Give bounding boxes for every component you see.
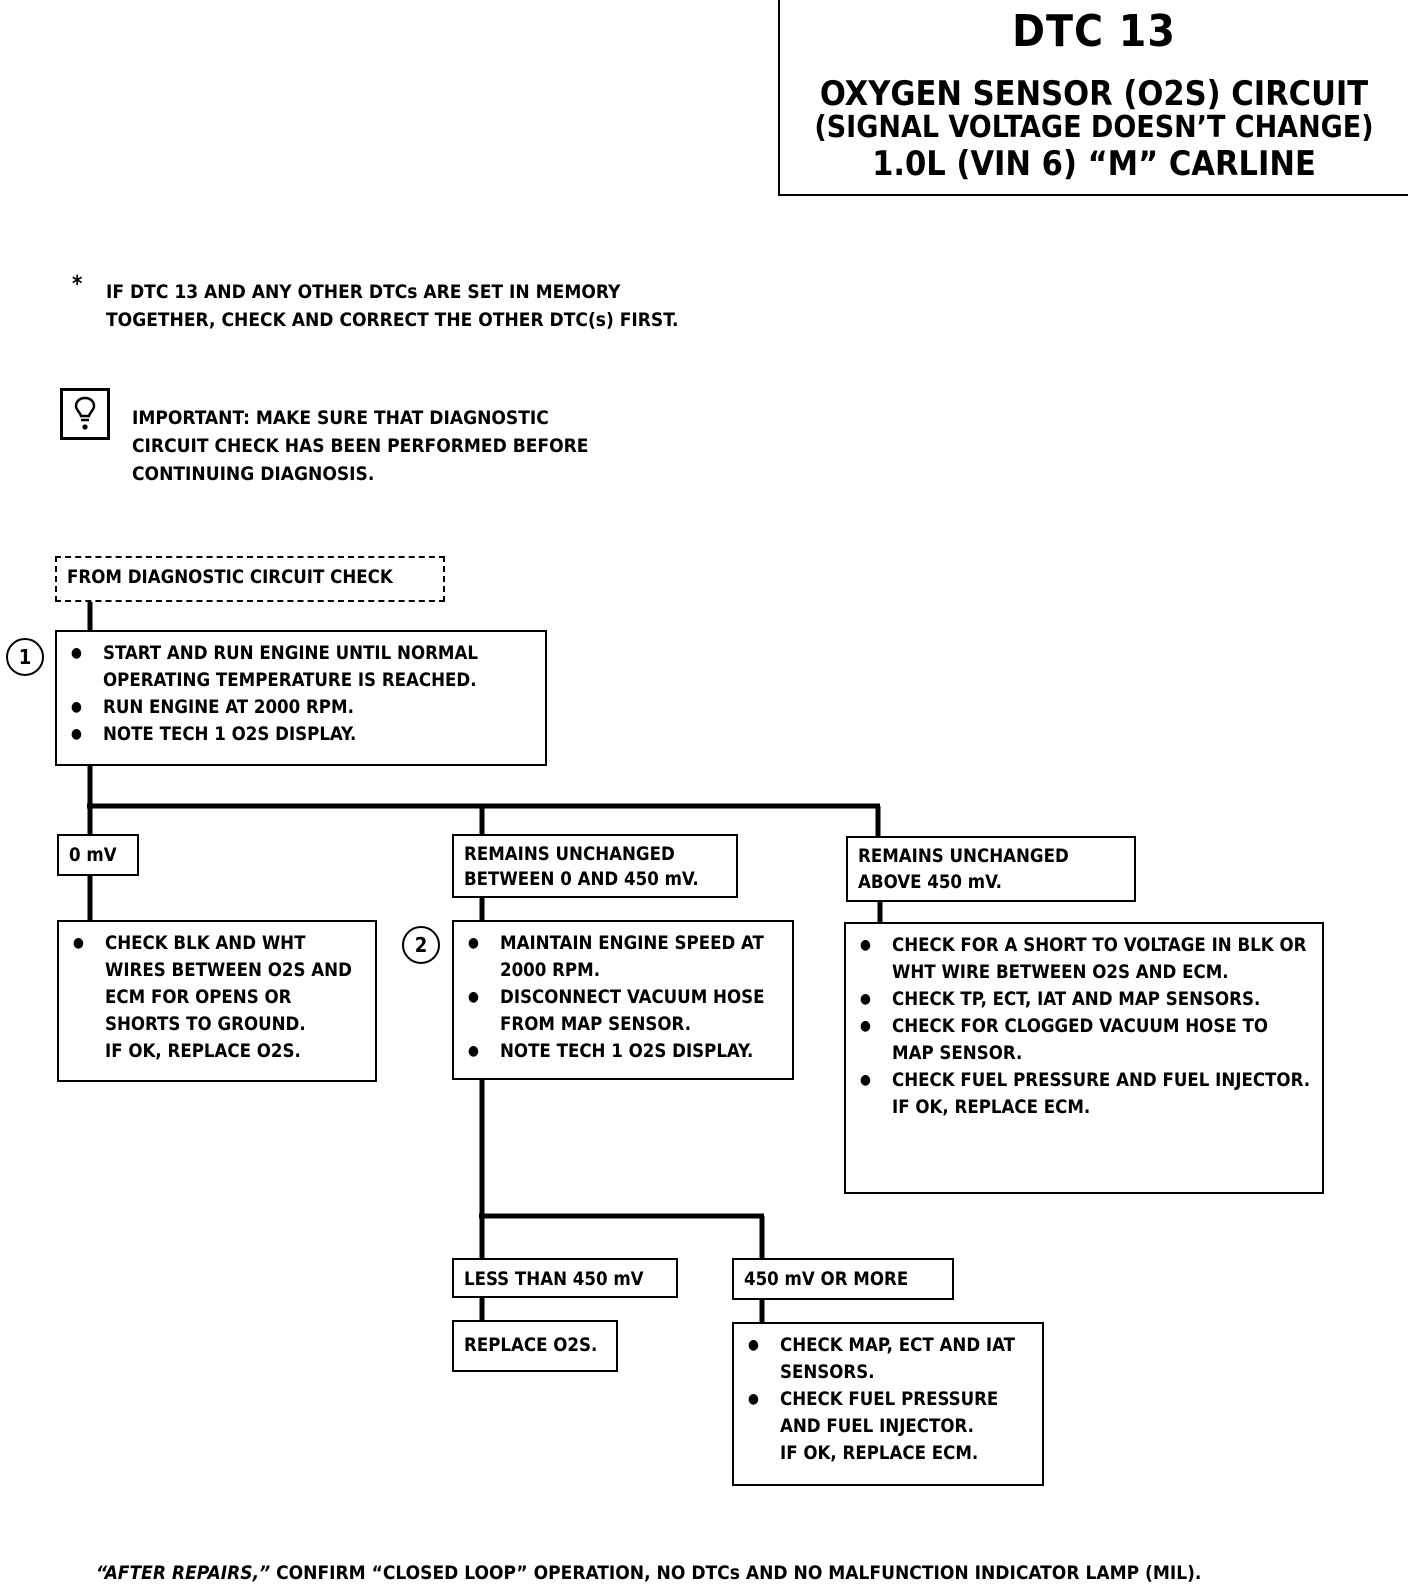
result-unchanged-low-line-1: REMAINS UNCHANGED [464,844,675,865]
title-line-1: OXYGEN SENSOR (O2S) CIRCUIT [819,74,1369,114]
action-replace-o2s-box: REPLACE O2S. [452,1320,618,1372]
after-repairs-label: “AFTER REPAIRS,” [96,1562,271,1584]
step-2-item: DISCONNECT VACUUM HOSE FROM MAP SENSOR. [468,984,782,1038]
step-1-item: NOTE TECH 1 O2S DISPLAY. [71,721,535,748]
result-0mv-box: 0 mV [57,834,139,876]
step-2-item: MAINTAIN ENGINE SPEED AT 2000 RPM. [468,930,782,984]
after-repairs-text: CONFIRM “CLOSED LOOP” OPERATION, NO DTCs… [270,1562,1202,1584]
action-check-map-tail: IF OK, REPLACE ECM. [780,1443,979,1464]
step-1-marker: 1 [6,638,44,676]
title-block: DTC 13 OXYGEN SENSOR (O2S) CIRCUIT (SIGN… [778,0,1408,196]
action-check-short-tail: IF OK, REPLACE ECM. [892,1097,1091,1118]
asterisk-marker: * [72,272,83,297]
action-check-short-list: CHECK FOR A SHORT TO VOLTAGE IN BLK OR W… [846,924,1322,1102]
step-2-box: MAINTAIN ENGINE SPEED AT 2000 RPM. DISCO… [452,920,794,1080]
result-unchanged-high-box: REMAINS UNCHANGED ABOVE 450 mV. [846,836,1136,902]
step-1-list: START AND RUN ENGINE UNTIL NORMAL OPERAT… [57,632,545,756]
memory-note-line-1: IF DTC 13 AND ANY OTHER DTCs ARE SET IN … [106,281,621,303]
step-1-box: START AND RUN ENGINE UNTIL NORMAL OPERAT… [55,630,547,766]
action-check-map-item: CHECK FUEL PRESSURE AND FUEL INJECTOR. [748,1386,1032,1440]
result-unchanged-high-line-2: ABOVE 450 mV. [858,872,1002,893]
after-repairs-note: “AFTER REPAIRS,” CONFIRM “CLOSED LOOP” O… [96,1562,1396,1584]
important-line-2: CIRCUIT CHECK HAS BEEN PERFORMED BEFORE [132,435,589,457]
step-1-item: RUN ENGINE AT 2000 RPM. [71,694,535,721]
result-less-450-box: LESS THAN 450 mV [452,1258,678,1298]
important-note: IMPORTANT: MAKE SURE THAT DIAGNOSTIC CIR… [132,404,692,488]
result-unchanged-low-box: REMAINS UNCHANGED BETWEEN 0 AND 450 mV. [452,834,738,898]
important-line-3: CONTINUING DIAGNOSIS. [132,463,375,485]
action-check-wires-tail: IF OK, REPLACE O2S. [105,1041,301,1062]
result-450-more-box: 450 mV OR MORE [732,1258,954,1300]
action-check-short-item: CHECK TP, ECT, IAT AND MAP SENSORS. [860,986,1312,1013]
dtc-code: DTC 13 [1012,6,1176,57]
step-2-item: NOTE TECH 1 O2S DISPLAY. [468,1038,782,1065]
action-check-wires-box: CHECK BLK AND WHT WIRES BETWEEN O2S AND … [57,920,377,1082]
memory-note: IF DTC 13 AND ANY OTHER DTCs ARE SET IN … [106,278,806,334]
action-check-short-item: CHECK FUEL PRESSURE AND FUEL INJECTOR. [860,1067,1312,1094]
action-check-short-item: CHECK FOR A SHORT TO VOLTAGE IN BLK OR W… [860,932,1312,986]
action-replace-o2s-label: REPLACE O2S. [464,1335,598,1356]
action-check-wires-item: CHECK BLK AND WHT WIRES BETWEEN O2S AND … [73,930,365,1038]
result-unchanged-low-line-2: BETWEEN 0 AND 450 mV. [464,869,699,890]
result-less-450-label: LESS THAN 450 mV [464,1269,644,1290]
important-line-1: IMPORTANT: MAKE SURE THAT DIAGNOSTIC [132,407,549,429]
step-2-list: MAINTAIN ENGINE SPEED AT 2000 RPM. DISCO… [454,922,792,1073]
step-1-item: START AND RUN ENGINE UNTIL NORMAL OPERAT… [71,640,535,694]
start-box: FROM DIAGNOSTIC CIRCUIT CHECK [55,556,445,602]
result-0mv-label: 0 mV [69,845,117,866]
action-check-short-item: CHECK FOR CLOGGED VACUUM HOSE TO MAP SEN… [860,1013,1312,1067]
action-check-wires-list: CHECK BLK AND WHT WIRES BETWEEN O2S AND … [59,922,375,1046]
result-450-more-label: 450 mV OR MORE [744,1269,909,1290]
title-line-3: 1.0L (VIN 6) “M” CARLINE [872,144,1316,184]
memory-note-line-2: TOGETHER, CHECK AND CORRECT THE OTHER DT… [106,309,679,331]
action-check-short-box: CHECK FOR A SHORT TO VOLTAGE IN BLK OR W… [844,922,1324,1194]
action-check-map-box: CHECK MAP, ECT AND IAT SENSORS. CHECK FU… [732,1322,1044,1486]
result-unchanged-high-line-1: REMAINS UNCHANGED [858,846,1069,867]
action-check-map-item: CHECK MAP, ECT AND IAT SENSORS. [748,1332,1032,1386]
title-line-2: (SIGNAL VOLTAGE DOESN’T CHANGE) [814,110,1374,145]
start-label: FROM DIAGNOSTIC CIRCUIT CHECK [67,567,393,588]
caution-bulb-icon [60,388,110,440]
step-2-marker: 2 [402,926,440,964]
action-check-map-list: CHECK MAP, ECT AND IAT SENSORS. CHECK FU… [734,1324,1042,1448]
